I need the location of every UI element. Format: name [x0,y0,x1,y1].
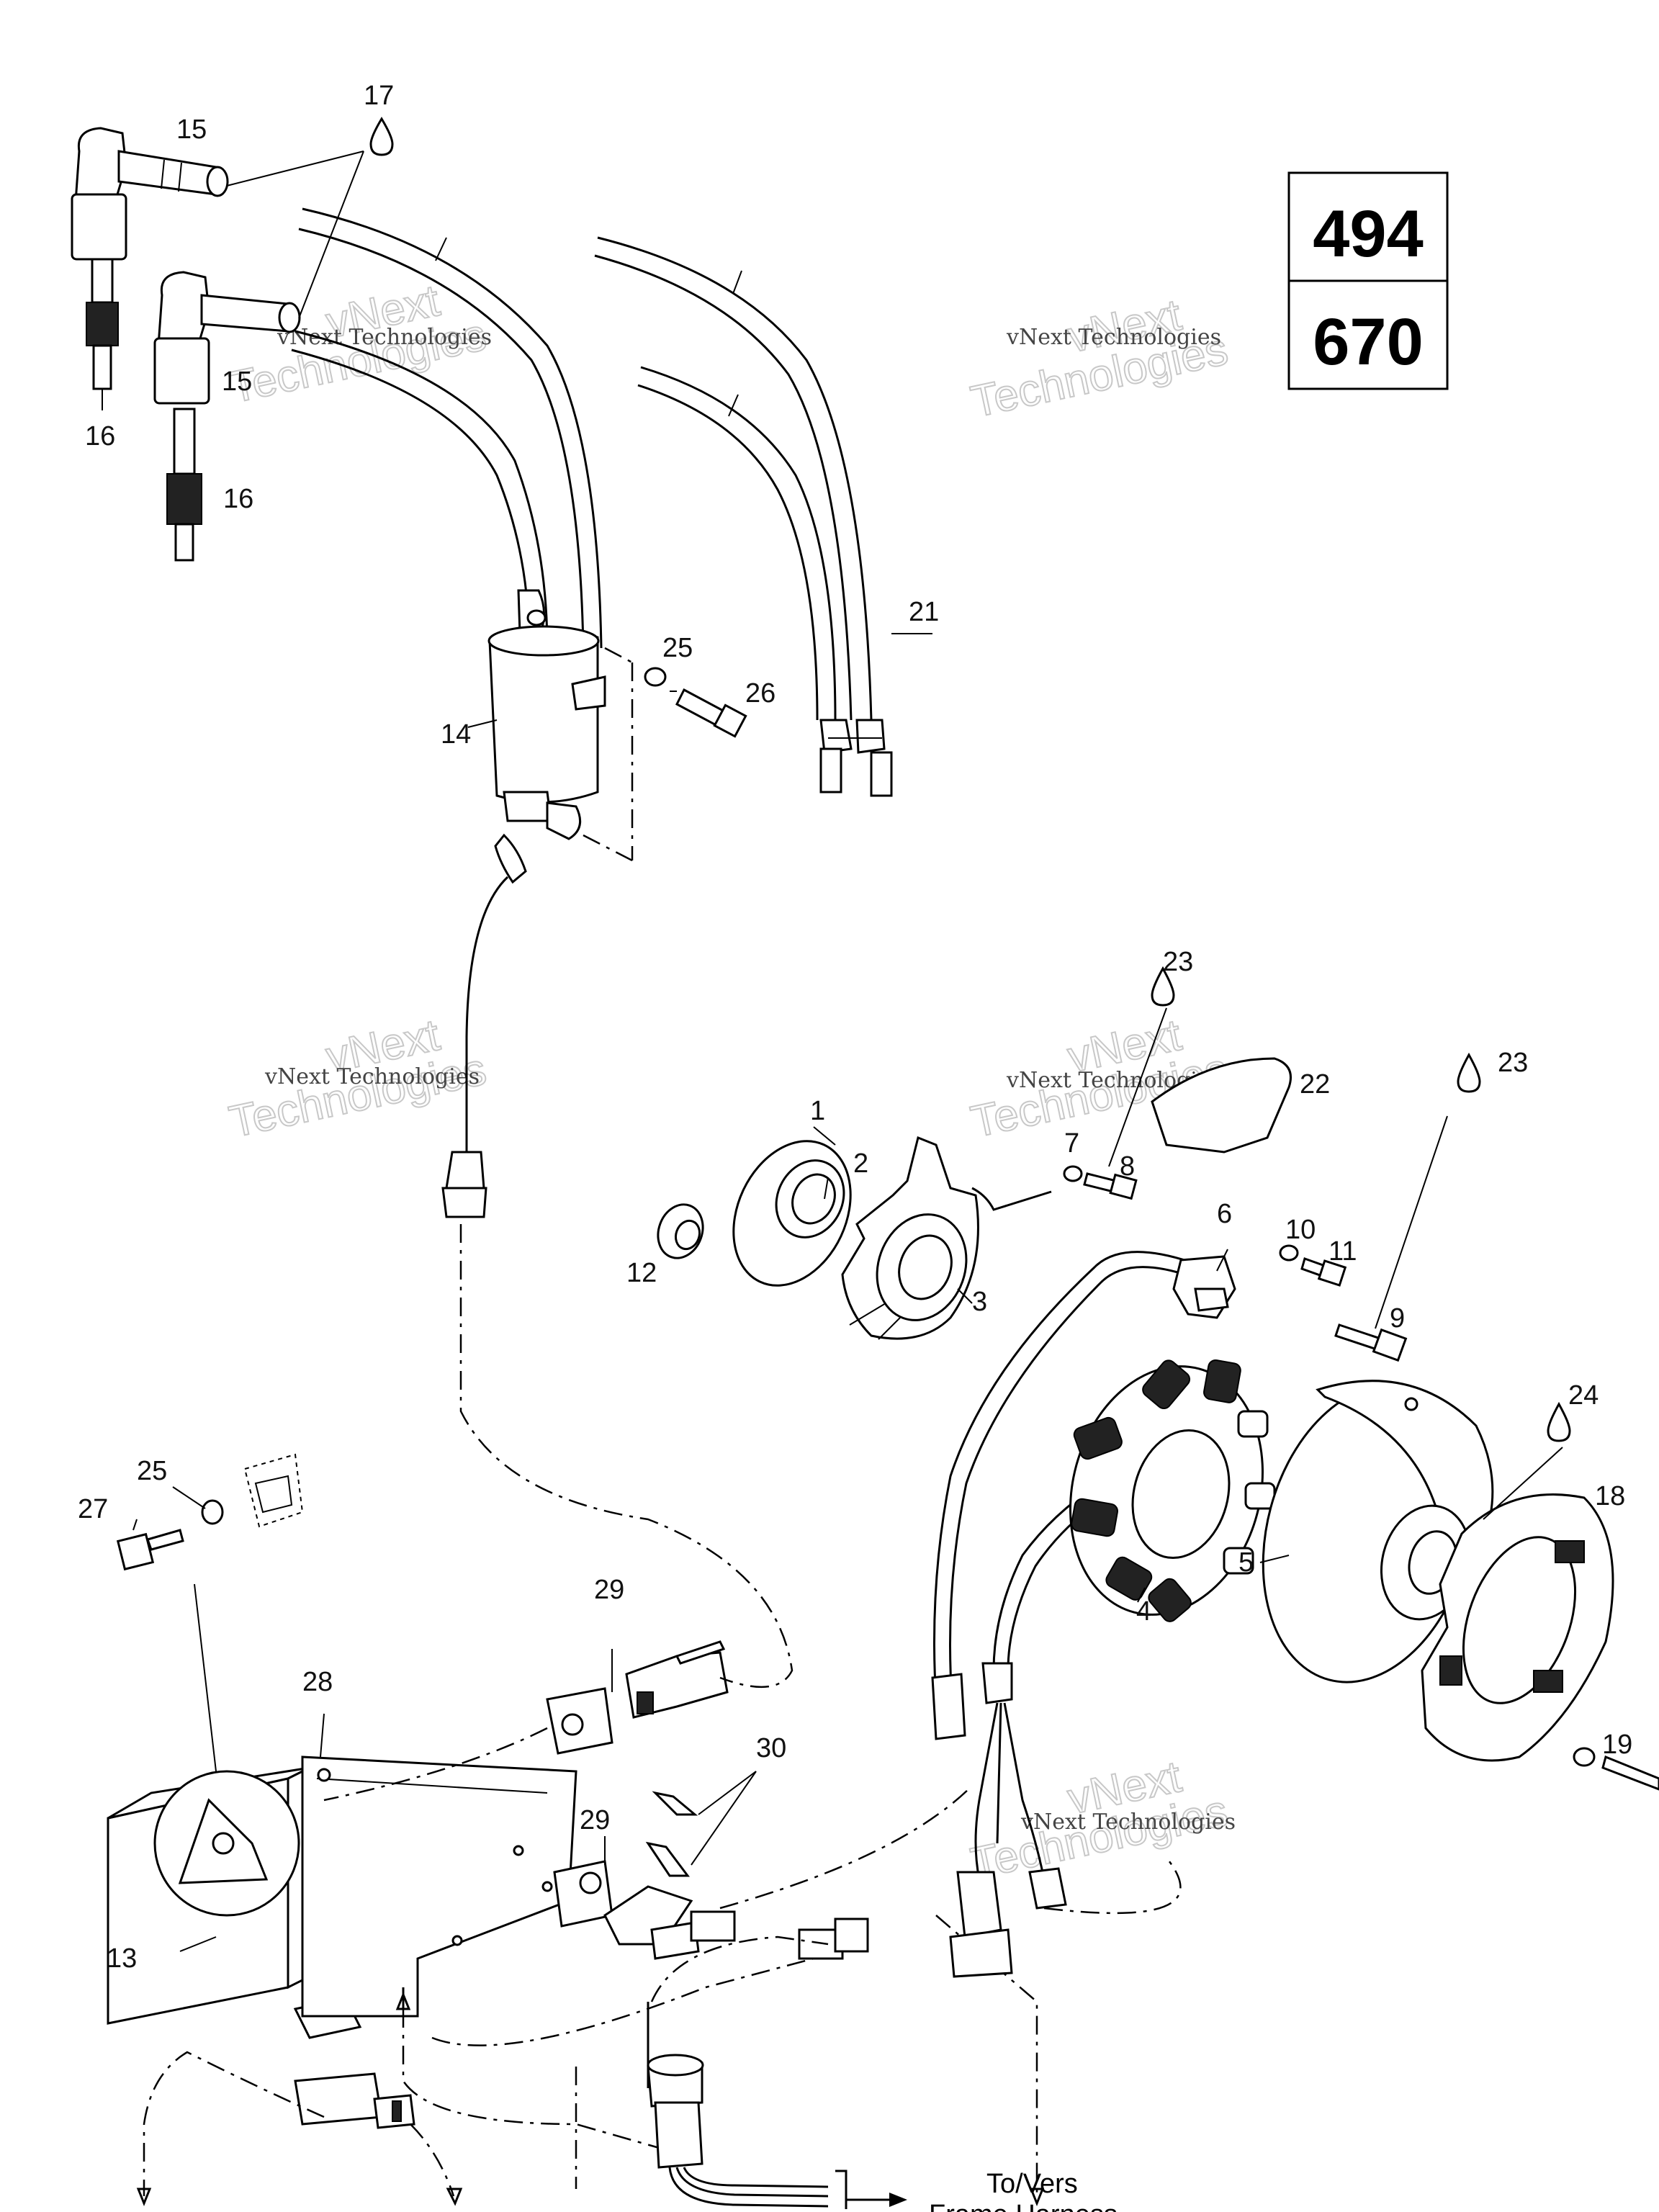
ignition-coil [487,589,634,862]
lubricant-drop-icon-24 [1547,1401,1571,1442]
spark-plug-cap-lower [153,271,301,405]
model-number-bottom: 670 [1313,305,1424,379]
callout-7: 7 [1064,1128,1079,1159]
spark-plug-cap-upper [71,127,229,261]
lubricant-drop-icon-23a [1151,966,1175,1007]
ignition-coil-wires [291,207,603,649]
screw-11 [1300,1257,1347,1287]
coil-ground-lead [441,833,527,1218]
callout-10: 10 [1285,1215,1316,1245]
cover-22 [1108,1007,1292,1167]
watermark-2: vNext Technologies [966,289,1233,428]
callout-11: 11 [1328,1236,1357,1267]
callout-3: 3 [972,1287,987,1317]
watermarks: vNext Technologies vNext Technologies vN… [225,275,1236,1889]
callout-23-upper: 23 [1163,947,1193,977]
connector-clip-lower [553,1860,869,1960]
leader-lines-17 [226,150,364,319]
destination-line2: Frame Harness [929,2200,1118,2212]
callout-13: 13 [107,1943,137,1974]
o-ring [732,1140,852,1287]
leader-lines [132,633,1290,1952]
callout-19: 19 [1602,1730,1632,1760]
watermark-caption-2: vNext Technologies [1006,325,1221,350]
grommet [657,1203,704,1259]
coil-bolt [644,667,747,738]
callout-18: 18 [1595,1481,1625,1511]
callout-15-lower: 15 [222,367,252,397]
destination-label: To/Vers Frame Harness [929,2169,1118,2212]
bracket-detail-ghost [243,1453,304,1528]
callout-16-lower: 16 [223,484,253,514]
trigger-coil [1172,1255,1236,1319]
callout-14: 14 [441,719,471,750]
callout-27: 27 [78,1494,108,1524]
callout-29-lower: 29 [580,1805,610,1835]
model-number-box: 494 670 [1287,171,1449,390]
callout-30: 30 [756,1733,786,1763]
callout-15-upper: 15 [176,114,207,145]
callout-21: 21 [909,597,939,627]
mounting-bolt-27 [116,1499,224,1571]
callout-2: 2 [853,1148,868,1179]
trigger-ring [1421,1447,1614,1762]
part-callouts: 15 17 15 16 16 21 25 26 14 23 23 22 1 2 … [78,81,1632,1974]
lubricant-drop-icon-17 [369,117,394,156]
destination-line1: To/Vers [986,2169,1078,2199]
callout-24: 24 [1568,1380,1599,1411]
callout-17: 17 [364,81,394,111]
model-number-top: 494 [1313,197,1424,271]
callout-4: 4 [1136,1596,1151,1627]
terminal-pins [645,1771,757,1877]
stator [1069,1359,1276,1622]
callout-5: 5 [1238,1547,1254,1578]
flywheel-washer [1573,1747,1659,1791]
washer-7 [1063,1165,1083,1182]
callout-25-lower: 25 [137,1456,167,1486]
watermark-caption-6: vNext Technologies [1020,1809,1236,1835]
callout-6: 6 [1217,1199,1232,1229]
screw-8 [1083,1172,1138,1200]
magneto-harness [931,1251,1196,1978]
callout-25-upper: 25 [662,633,693,663]
callout-26: 26 [745,678,775,709]
washer-10 [1279,1244,1299,1262]
spark-plug-lower [166,408,202,562]
callout-9: 9 [1390,1303,1405,1334]
callout-28: 28 [302,1667,333,1697]
spark-plug-upper [86,258,119,410]
callout-29-upper: 29 [594,1575,624,1605]
callout-8: 8 [1120,1151,1135,1182]
watermark-caption-3: vNext Technologies [264,1064,480,1089]
connector-clip-upper [546,1640,729,1755]
callout-16-upper: 16 [85,421,115,451]
callout-23-right: 23 [1498,1048,1528,1078]
oil-seal [775,1159,845,1238]
module-bracket [301,1755,577,2018]
callout-12: 12 [626,1258,657,1288]
callout-22: 22 [1300,1069,1330,1100]
pickup-housing [841,1136,1052,1340]
watermark-caption-1: vNext Technologies [276,325,492,350]
frame-harness-connector [647,1936,907,2209]
harness-routing-dashed [136,1224,1182,2207]
connector-bottom-left [294,2072,415,2129]
detail-magnifier [153,1583,300,1917]
screw-9 [1334,1115,1448,1362]
lubricant-drop-icon-23b [1457,1052,1481,1093]
high-tension-wires [594,236,893,797]
callout-1: 1 [810,1096,825,1126]
